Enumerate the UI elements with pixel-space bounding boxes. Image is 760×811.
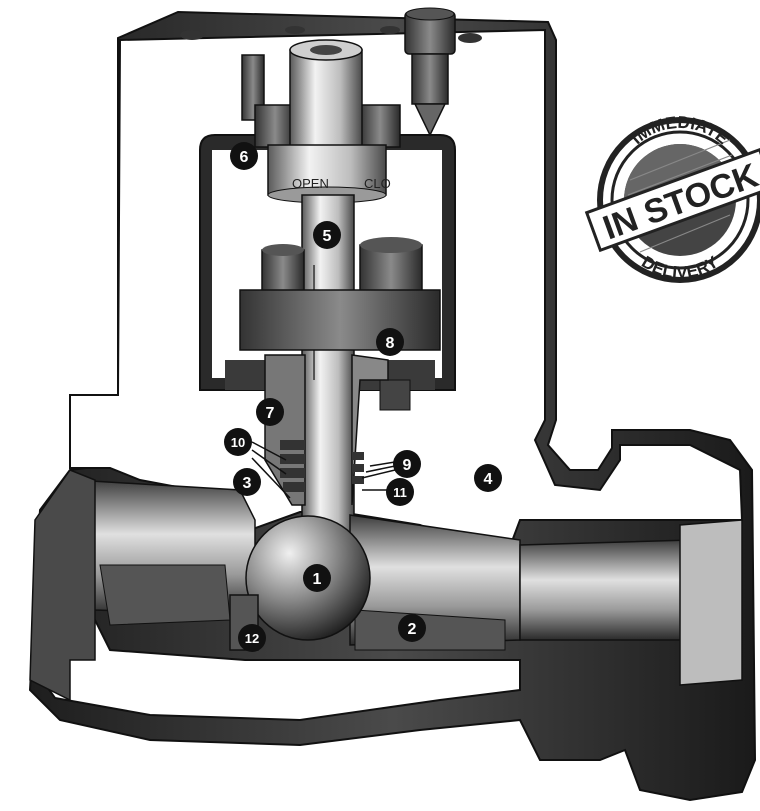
svg-text:7: 7 [266, 405, 275, 422]
callout-badge: 6 [230, 142, 258, 170]
callout-badge: 5 [313, 221, 341, 249]
callout-badge: 12 [238, 624, 266, 652]
svg-text:9: 9 [403, 457, 412, 474]
flow-bore [74, 479, 743, 686]
callout-badges: 1 2 3 4 5 6 7 8 9 10 11 12 [224, 142, 502, 652]
callout-badge: 4 [474, 464, 502, 492]
left-end-flange [29, 469, 96, 702]
svg-text:6: 6 [240, 149, 249, 166]
callout-badge: 10 [224, 428, 252, 456]
stem-close-label: CLO [364, 176, 391, 191]
svg-text:3: 3 [243, 475, 252, 492]
top-bolt-holes [180, 26, 482, 43]
svg-text:11: 11 [393, 485, 407, 500]
svg-text:10: 10 [231, 435, 245, 450]
callout-badge: 8 [376, 328, 404, 356]
stop-pin [241, 54, 265, 121]
callout-badge: 2 [398, 614, 426, 642]
svg-text:2: 2 [408, 621, 417, 638]
svg-text:4: 4 [484, 471, 493, 488]
packing-stack [264, 354, 389, 506]
svg-text:12: 12 [245, 631, 259, 646]
callout-badge: 7 [256, 398, 284, 426]
svg-text:1: 1 [313, 571, 322, 588]
callout-leaders [251, 441, 396, 499]
top-nuts [254, 104, 401, 148]
in-stock-stamp: IN STOCK IMMEDIATE DELIVERY [584, 113, 760, 283]
svg-text:8: 8 [386, 335, 395, 352]
callout-badge: 1 [303, 564, 331, 592]
cap-screw [404, 7, 456, 137]
gland-bolts [239, 237, 441, 411]
stem-open-label: OPEN [292, 176, 329, 191]
callout-badge: 3 [233, 468, 261, 496]
svg-text:5: 5 [323, 228, 332, 245]
stem-top [267, 39, 387, 204]
callout-badge: 9 [393, 450, 421, 478]
callout-badge: 11 [386, 478, 414, 506]
